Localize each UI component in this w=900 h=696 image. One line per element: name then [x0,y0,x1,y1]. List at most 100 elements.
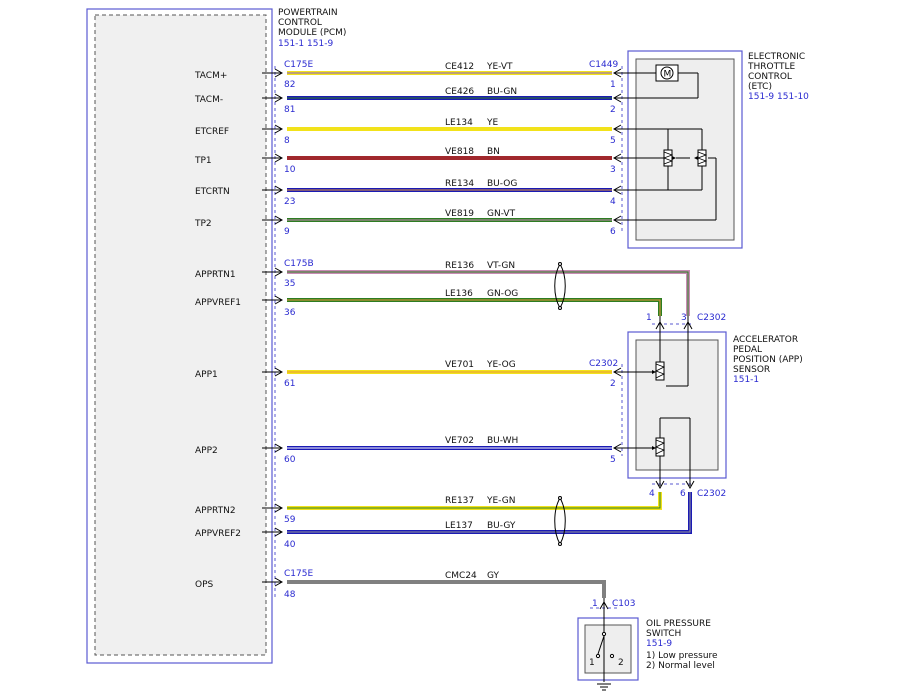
app-title-1: ACCELERATOR [733,335,798,345]
wire-apprtn2: APPRTN2 59 RE137 YE-GN [195,492,662,525]
etc-title-3: CONTROL [748,72,792,82]
app-title-2: PEDAL [733,345,762,355]
etc-title-2: THROTTLE [747,62,795,72]
wire-color: YE [486,118,498,128]
app-title-3: POSITION (APP) [733,355,803,365]
ops-title-2: SWITCH [646,629,681,639]
wire-color: BU-GN [487,87,517,97]
wire-color: BU-WH [487,436,518,446]
wire-etcrtn: ETCRTN 23 RE134 BU-OG [195,179,612,207]
circuit-id: RE134 [445,179,474,189]
pcm-title-3: MODULE (PCM) [278,28,346,38]
wire-color: YE-VT [486,62,513,72]
pin-number: 59 [284,515,296,525]
app-title-4: SENSOR [733,365,770,375]
wire-app1: APP1 61 VE701 YE-OG [195,360,612,389]
etc-module: ELECTRONIC THROTTLE CONTROL (ETC) 151-9 … [627,50,809,249]
oil-pressure-switch: OIL PRESSURE SWITCH 151-9 1) Low pressur… [577,617,718,681]
circuit-id: CE426 [445,87,474,97]
pcm-pin-label: TACM- [194,95,223,105]
wire-tacm-plus: TACM+ C175E 82 CE412 YE-VT [194,60,612,90]
motor-symbol: M [664,70,672,80]
potentiometer-icon [694,149,708,167]
etc-connector: C1449 [589,60,618,70]
app-pin: 2 [610,379,616,389]
etc-pin: 5 [610,136,616,146]
pcm-pin-label: APP2 [195,446,218,456]
etc-pin: 2 [610,105,616,115]
etc-pin: 3 [610,165,616,175]
pcm-title-2: CONTROL [278,18,322,28]
wire-apprtn1: APPRTN1 C175B 35 RE136 VT-GN [195,259,690,316]
wire-color: GY [487,571,500,581]
pin-number: 81 [284,105,295,115]
app-pin: 5 [610,455,616,465]
wire-color: YE-GN [486,496,515,506]
twisted-pair-icon [554,262,566,310]
app-internal-wiring [612,316,695,490]
potentiometer-icon [652,437,665,457]
pcm-pin-label: APPRTN2 [195,506,236,516]
etc-internal-wiring [612,68,717,225]
wire-color: VT-GN [487,261,515,271]
pin-number: 48 [284,590,296,600]
ops-pin: 1 [592,599,598,609]
wire-color: BU-OG [487,179,517,189]
pin-number: 82 [284,80,295,90]
wire-ops: OPS C175E 48 CMC24 GY [195,569,606,600]
app-connector: C2302 [589,359,618,369]
wire-etcref: ETCREF 8 LE134 YE [195,118,612,146]
wire-appvref1: APPVREF1 36 LE136 GN-OG [195,289,662,318]
circuit-id: VE702 [445,436,474,446]
circuit-id: VE819 [445,209,474,219]
pcm-pin-label: ETCREF [195,127,229,137]
wire-app2: APP2 60 VE702 BU-WH [195,436,612,465]
potentiometer-icon [652,361,665,381]
circuit-id: RE136 [445,261,474,271]
etc-ref: 151-9 151-10 [748,92,809,102]
wire-color: BN [487,147,500,157]
circuit-id: CMC24 [445,571,477,581]
pin-number: 35 [284,279,295,289]
etc-pin: 1 [610,80,616,90]
ops-connector: C103 [612,599,635,609]
etc-title-4: (ETC) [748,82,772,92]
pcm-pin-label: ETCRTN [195,187,230,197]
pcm-pin-label: TP2 [194,219,212,229]
app-connector: C2302 [697,489,726,499]
app-ref: 151-1 [733,375,759,385]
circuit-id: CE412 [445,62,474,72]
pcm-pin-label: APPRTN1 [195,270,236,280]
wire-color: BU-GY [487,521,516,531]
potentiometer-icon [662,149,676,167]
etc-pin: 6 [610,227,616,237]
pcm-pin-label: TP1 [194,156,212,166]
ops-contact: 2 [618,658,624,668]
ops-title-1: OIL PRESSURE [646,619,711,629]
pcm-pin-label: TACM+ [194,71,227,81]
pin-number: 10 [284,165,296,175]
app-connector: C2302 [697,313,726,323]
app-pin: 4 [649,489,655,499]
pin-number: 61 [284,379,295,389]
pcm-ref: 151-1 151-9 [278,39,333,49]
connector-label: C175E [284,60,313,70]
circuit-id: LE134 [445,118,473,128]
twisted-pair-icon [554,496,566,546]
circuit-id: LE137 [445,521,473,531]
ops-ref: 151-9 [646,639,672,649]
pin-number: 8 [284,136,290,146]
pin-number: 40 [284,540,296,550]
app-sensor-module: ACCELERATOR PEDAL POSITION (APP) SENSOR … [627,331,803,479]
ops-contact: 1 [589,658,595,668]
circuit-id: VE818 [445,147,474,157]
wire-color: GN-OG [487,289,518,299]
circuit-id: RE137 [445,496,474,506]
app-pin: 3 [681,313,687,323]
wire-tacm-minus: TACM- 81 CE426 BU-GN [194,87,612,115]
pin-number: 60 [284,455,296,465]
ground-icon [597,683,611,691]
pcm-pin-label: OPS [195,580,214,590]
wire-appvref2: APPVREF2 40 LE137 BU-GY [195,492,692,550]
